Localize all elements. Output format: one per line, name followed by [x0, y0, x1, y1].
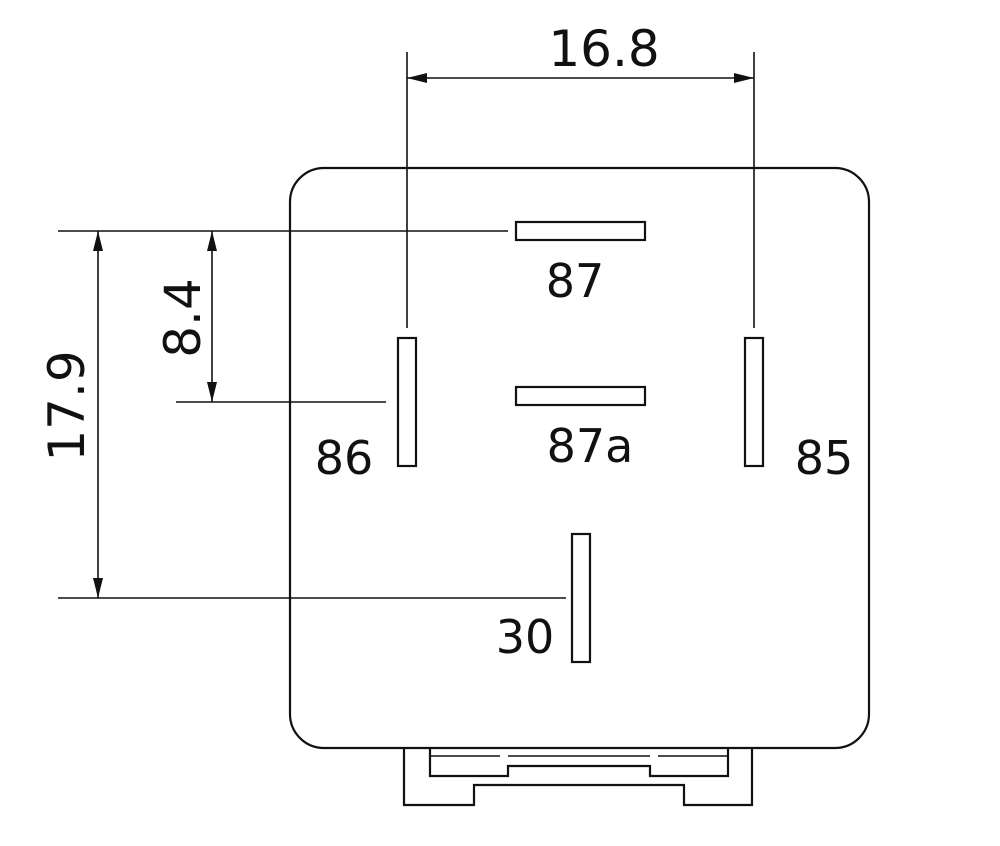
dimension-8-4-label: 8.4 [154, 278, 212, 358]
pin-87a [514, 385, 647, 407]
dimension-horizontal [406, 52, 755, 328]
mounting-tab [402, 748, 754, 807]
pin-87-label: 87 [546, 254, 605, 308]
dimension-16-8-label: 16.8 [548, 20, 659, 78]
pin-85 [743, 336, 765, 468]
pin-86-label: 86 [315, 431, 374, 485]
dimension-vertical-long [58, 231, 566, 599]
dimension-vertical-short [58, 230, 508, 403]
pin-86 [396, 336, 418, 468]
dimension-17-9-label: 17.9 [38, 350, 96, 461]
pin-87a-label: 87a [547, 419, 634, 473]
relay-housing [288, 166, 871, 750]
pin-87 [514, 220, 647, 242]
pin-85-label: 85 [795, 431, 854, 485]
pin-30-label: 30 [496, 610, 555, 664]
pin-30 [570, 532, 592, 664]
